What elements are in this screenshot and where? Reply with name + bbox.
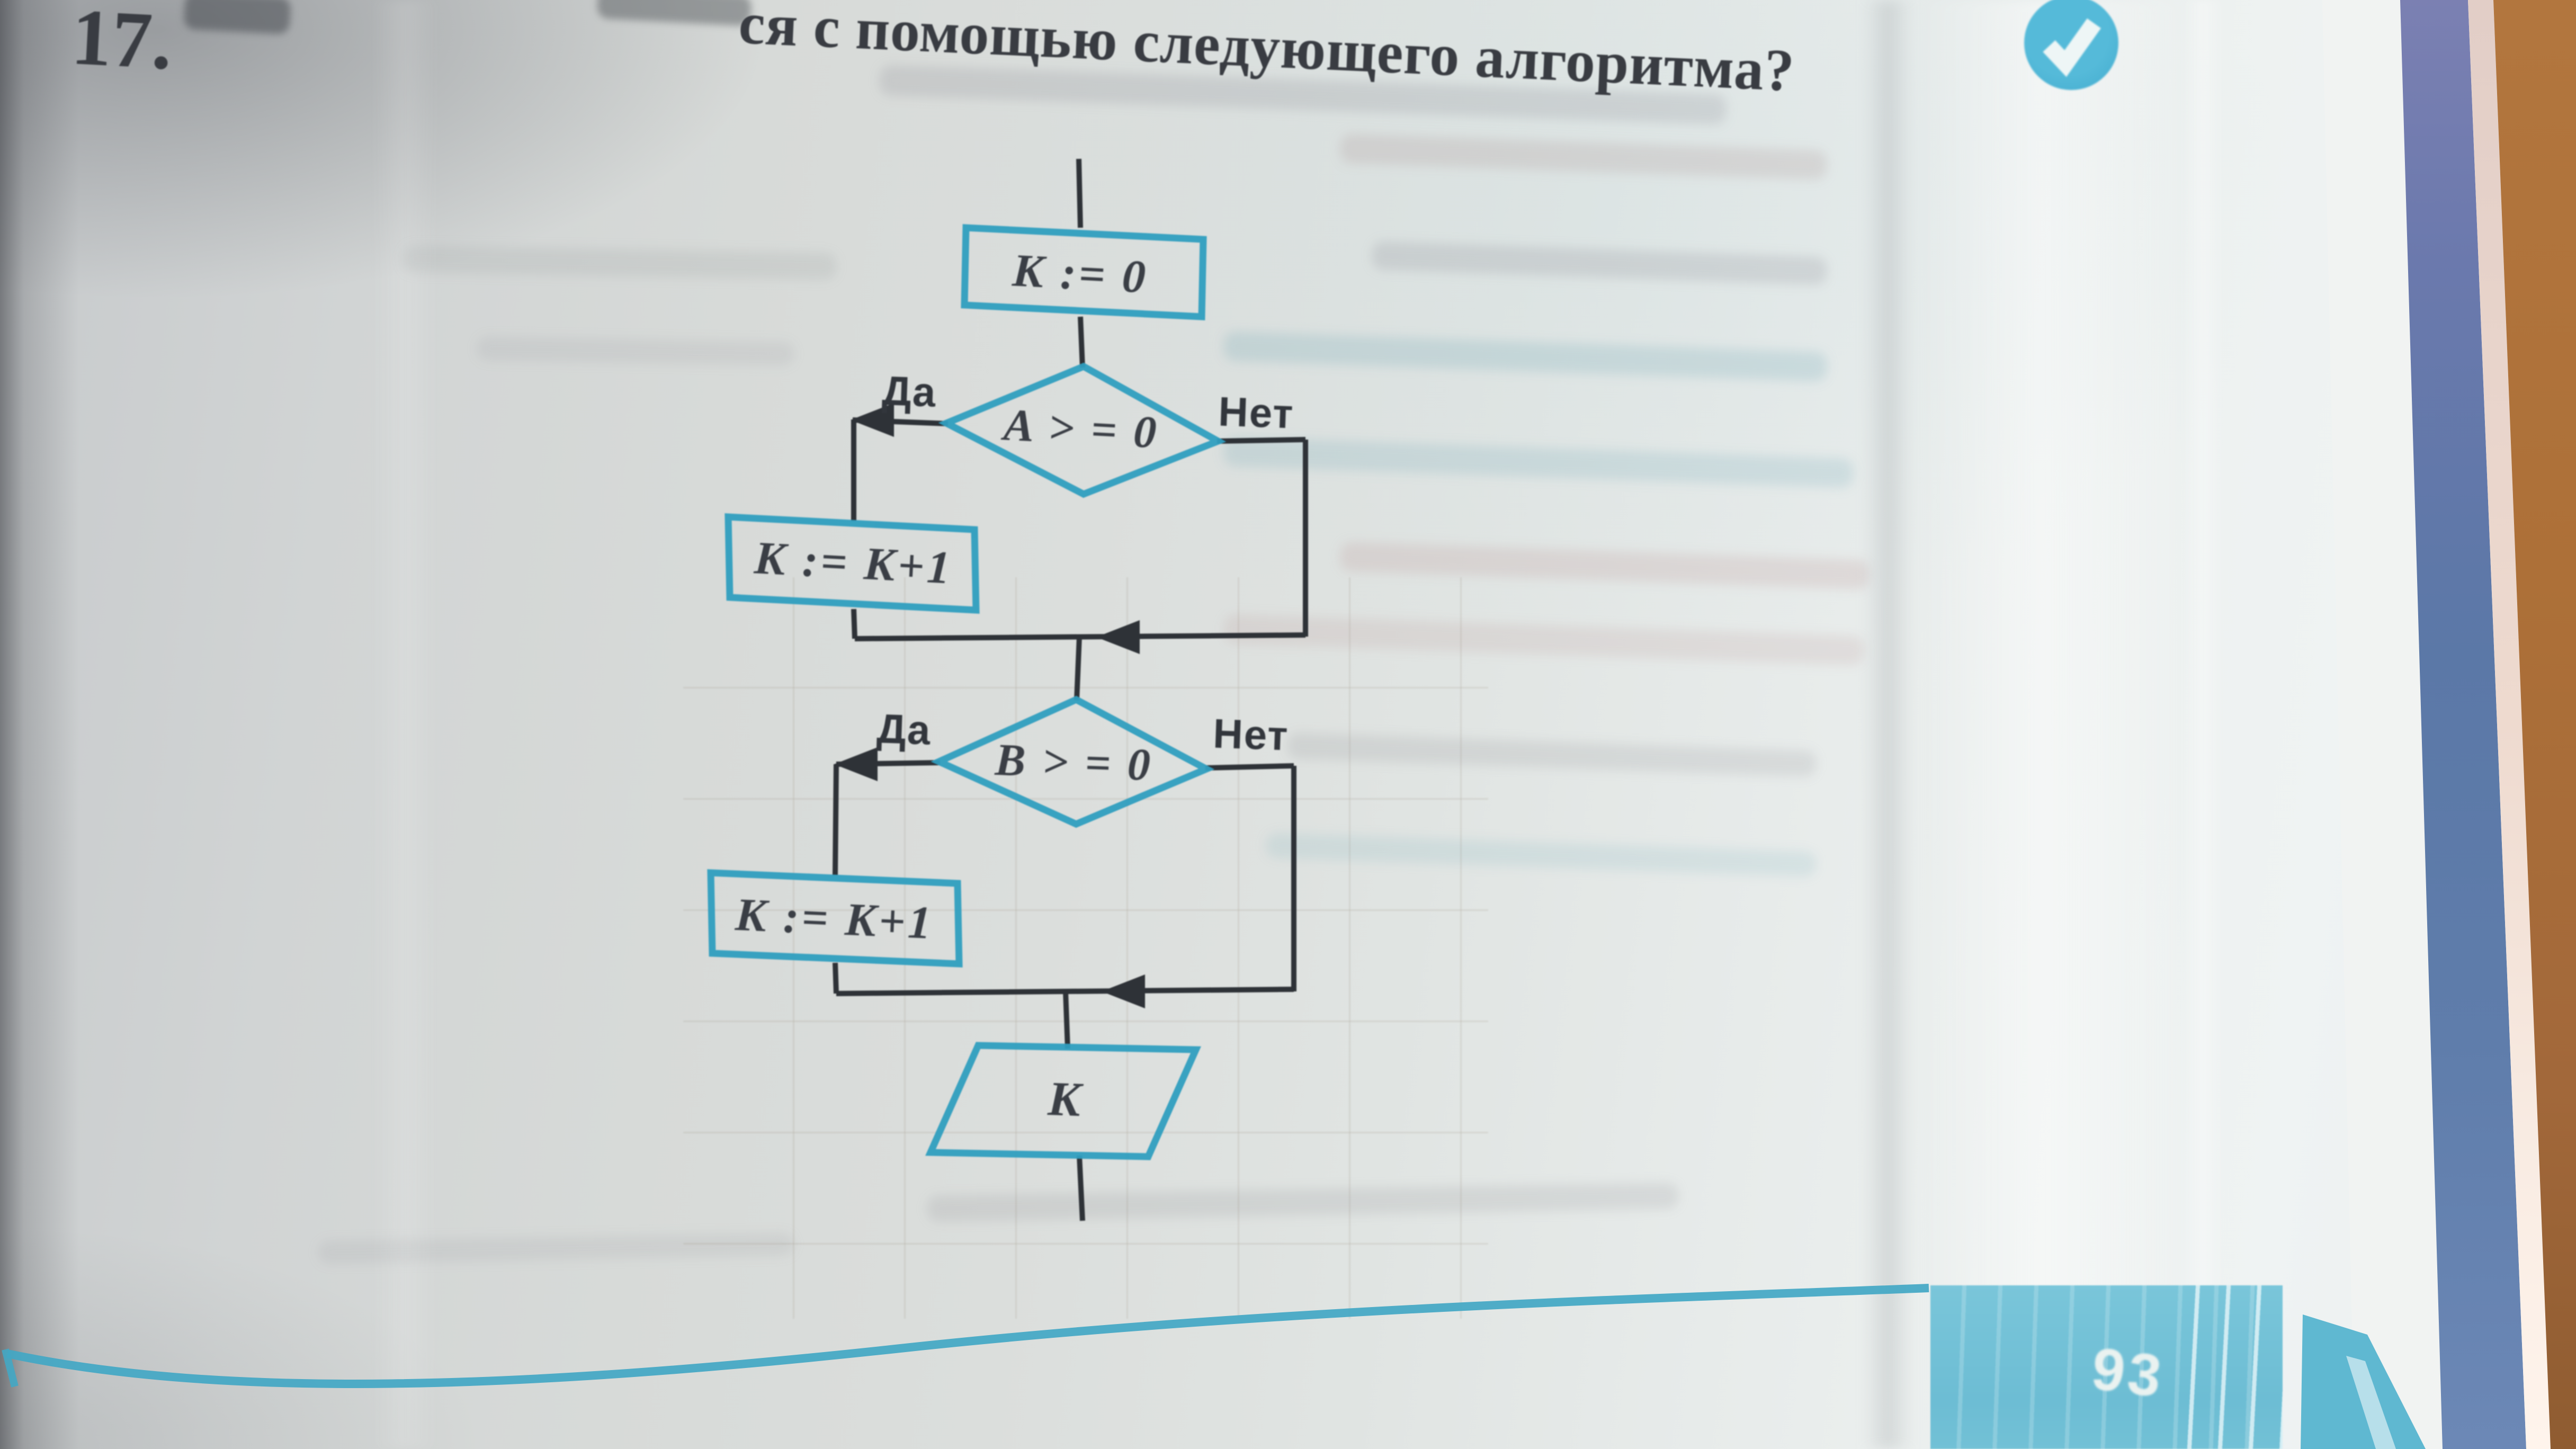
process-box-increment-2: [707, 869, 963, 968]
bleed-through-text: [1371, 241, 1828, 285]
under-page-teal-stripe: [2301, 1314, 2426, 1449]
connector-a-no-h: [1217, 437, 1306, 444]
decision-a-label: A > = 0: [1000, 399, 1160, 458]
bleed-through-text: [879, 65, 1727, 125]
exercise-number: 17.: [69, 0, 175, 86]
decision-a-no-label: Нет: [1218, 388, 1295, 437]
connector-b-no-h: [1205, 763, 1294, 771]
increment-2-label: K := K+1: [734, 889, 935, 949]
arrowhead-yes-b: [834, 747, 878, 781]
connector-b-yes-v: [833, 764, 839, 875]
bleed-through-text: [476, 336, 795, 366]
page-gutter-shadow: [0, 0, 79, 1449]
bleed-through-text: [1223, 331, 1828, 382]
bleed-through-text: [1339, 133, 1828, 181]
output-parallelogram: [925, 1042, 1201, 1160]
book-cover-edge: [2400, 0, 2526, 1449]
page-number: 93: [2088, 1335, 2168, 1410]
bleed-through-text: [1339, 541, 1870, 590]
increment-1-label: K := K+1: [753, 532, 954, 594]
decision-diamond-b: [931, 695, 1215, 828]
connector-a-yes-h: [852, 417, 949, 426]
cover-glare: [2468, 0, 2551, 1449]
flow-shapes: [707, 224, 1227, 1160]
table-surface: [2493, 0, 2576, 1449]
bleed-through-text: [317, 1232, 795, 1264]
graph-paper-bleed: [683, 577, 1488, 1319]
bleed-through-text: [1223, 436, 1854, 488]
connector-merge2: [836, 987, 1294, 996]
under-page-teal-stripe-highlight: [2346, 1356, 2396, 1449]
decision-a-yes-label: Да: [881, 367, 937, 416]
bleed-through-text: [1223, 613, 1865, 666]
output-label: K: [1046, 1071, 1085, 1126]
page-curl-highlight: [1917, 0, 2193, 1449]
connector-junction2-down: [1063, 991, 1070, 1049]
page-curl-highlight: [371, 0, 440, 1449]
connector-init-to-a: [1078, 316, 1085, 368]
page-number-box-streaks: [2182, 1285, 2283, 1449]
check-icon: [2024, 0, 2118, 90]
decision-diamond-a: [938, 362, 1227, 498]
page-curl-shadow: [1864, 0, 1912, 1449]
connector-junction1-down: [1074, 636, 1082, 701]
connector-output-down: [1077, 1155, 1085, 1221]
bottom-rule: [2, 1284, 1929, 1388]
connector-box1-stub: [851, 609, 857, 639]
arrowhead-yes-a: [851, 403, 894, 437]
process-box-increment-1: [724, 513, 980, 614]
bleed-through-text: [402, 245, 837, 281]
init-label: K := 0: [1010, 245, 1149, 303]
connector-merge1: [854, 632, 1306, 641]
decision-b-yes-label: Да: [876, 705, 932, 754]
flow-arrowheads: [834, 403, 1145, 1008]
clipped-word-fragment: [596, 0, 752, 26]
process-box-init: [961, 224, 1207, 320]
connector-box2-stub: [833, 962, 839, 994]
check-glyph: [2043, 18, 2101, 77]
connector-start: [1076, 158, 1083, 228]
bleed-through-text: [1265, 832, 1817, 878]
book-pages-edge: [2322, 0, 2443, 1449]
bleed-through-text: [926, 1182, 1679, 1222]
flow-connectors: [833, 158, 1308, 1221]
connector-b-yes-h: [836, 760, 941, 767]
page-title: ся с помощью следующего алгоритма?: [737, 0, 1796, 104]
decision-b-label: B > = 0: [994, 734, 1154, 790]
bleed-through-text: [1286, 732, 1817, 777]
clipped-word-fragment: [183, 0, 291, 35]
page-number-box: 93: [1930, 1285, 2283, 1449]
page-number-box-texture: [1930, 1285, 2283, 1449]
decision-b-no-label: Нет: [1212, 710, 1290, 759]
arrowhead-merge1: [1096, 620, 1140, 654]
page-curl-highlight: [2182, 0, 2224, 1449]
arrowhead-merge2: [1102, 974, 1145, 1008]
book-edge-bands: [2301, 0, 2576, 1449]
